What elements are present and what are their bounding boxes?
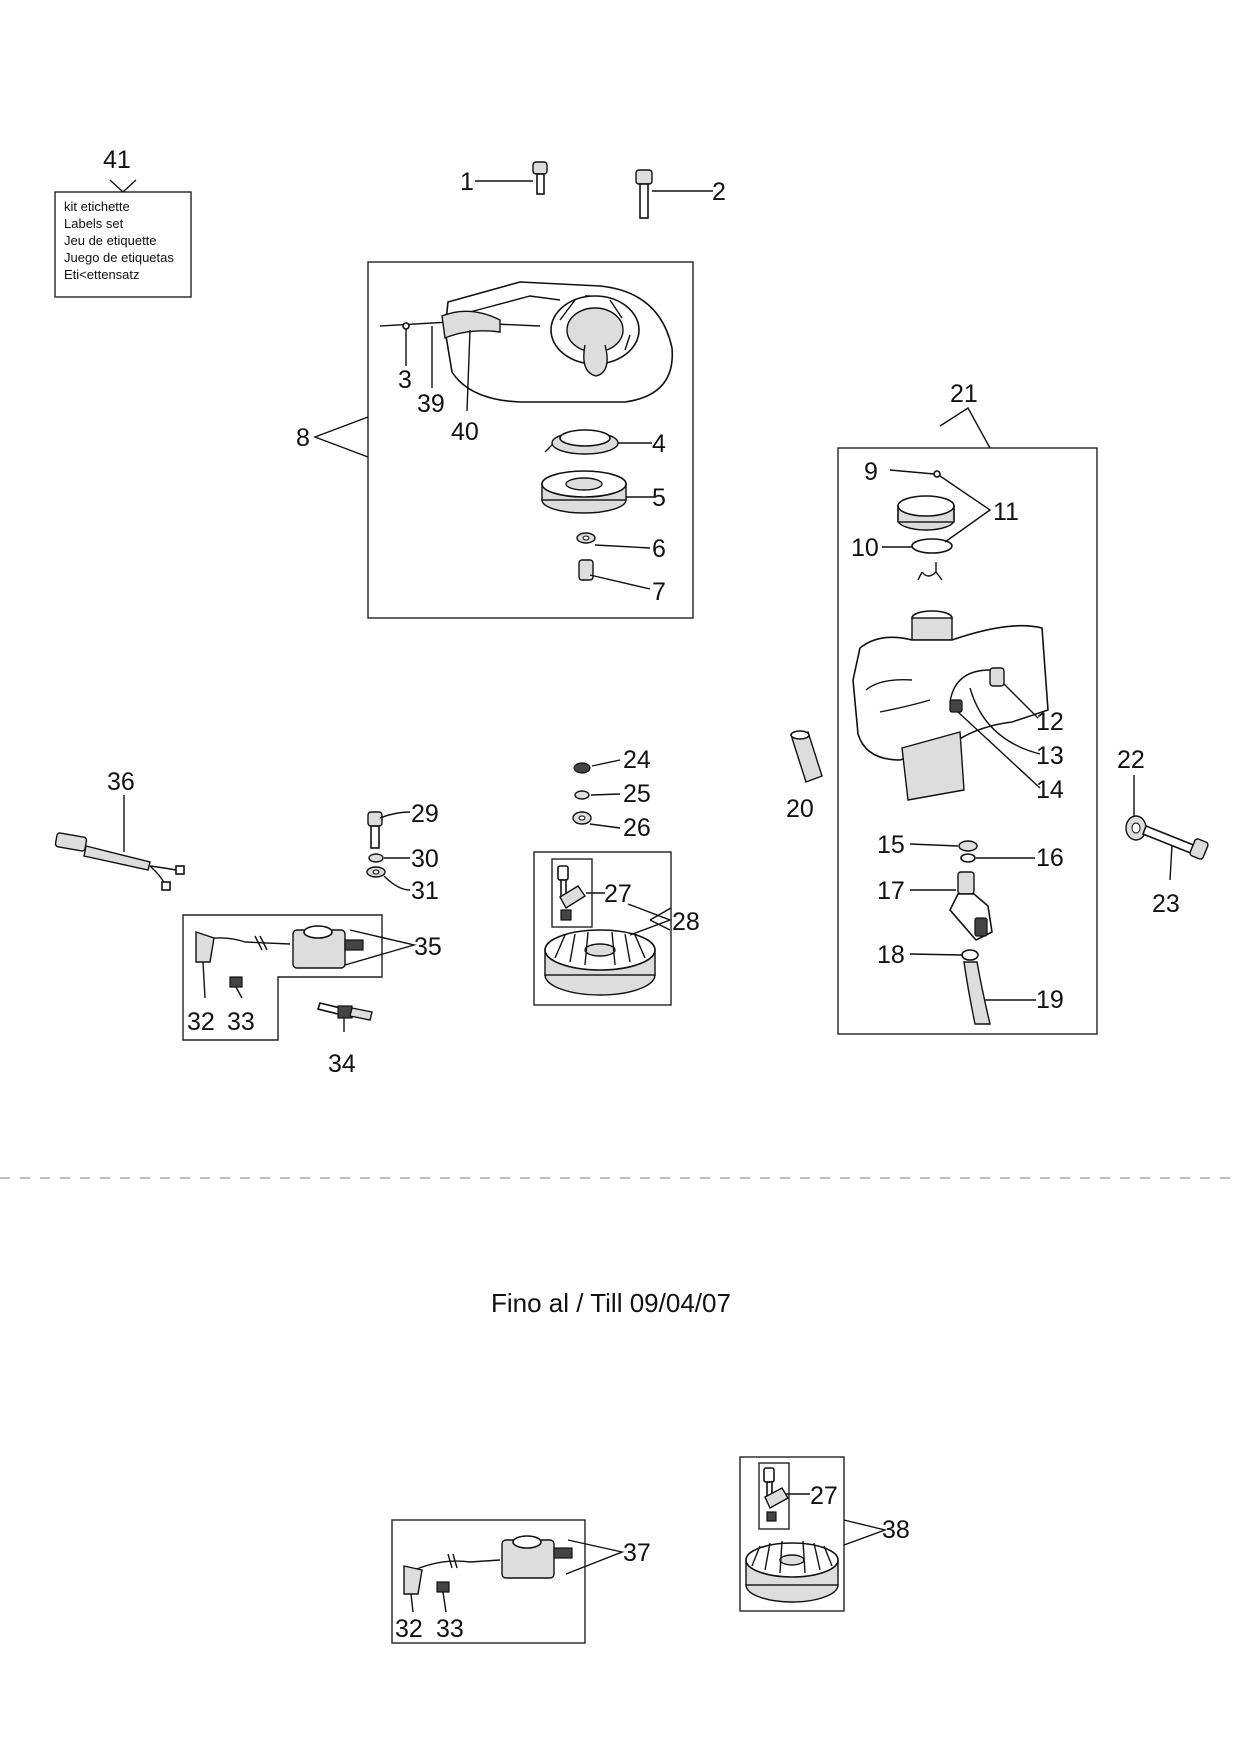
labels-line-2: Labels set bbox=[64, 216, 124, 231]
labels-line-4: Juego de etiquetas bbox=[64, 250, 174, 265]
callout-9: 9 bbox=[864, 458, 878, 486]
callout-36: 36 bbox=[107, 768, 135, 796]
labels-line-1: kit etichette bbox=[64, 199, 130, 214]
spark-plug-cap-32-bottom bbox=[403, 1565, 423, 1595]
callout-41: 41 bbox=[103, 146, 131, 174]
nut-33 bbox=[229, 976, 243, 988]
spring-4: 4 bbox=[544, 429, 666, 458]
wire-harness-36: 36 bbox=[54, 768, 185, 891]
callout-13: 13 bbox=[1036, 742, 1064, 770]
washer-15 bbox=[958, 840, 978, 852]
ignition-box-bottom bbox=[391, 1519, 586, 1644]
labels-line-3: Jeu de etiquette bbox=[64, 233, 157, 248]
callout-32: 32 bbox=[187, 1008, 215, 1036]
callout-29: 29 bbox=[411, 800, 439, 828]
callout-4: 4 bbox=[652, 430, 666, 458]
callout-11: 11 bbox=[993, 498, 1019, 526]
callout-38: 38 bbox=[882, 1516, 910, 1544]
callout-32-bottom: 32 bbox=[395, 1615, 423, 1643]
callout-18: 18 bbox=[877, 941, 905, 969]
date-note: Fino al / Till 09/04/07 bbox=[491, 1288, 731, 1318]
pawl-27-bottom bbox=[764, 1487, 789, 1509]
callout-20: 20 bbox=[786, 795, 814, 823]
labels-line-5: Eti<ettensatz bbox=[64, 267, 140, 282]
coil-37 bbox=[501, 1535, 573, 1579]
callout-6: 6 bbox=[652, 535, 666, 563]
fuel-tap-17 bbox=[949, 871, 993, 941]
callout-2: 2 bbox=[712, 178, 726, 206]
callout-12: 12 bbox=[1036, 708, 1064, 736]
filter-14 bbox=[949, 699, 963, 713]
ignition-box-top bbox=[182, 914, 383, 1041]
callout-22: 22 bbox=[1117, 746, 1145, 774]
starter-assembly: 3 39 40 4 5 6 7 bbox=[296, 261, 694, 619]
spark-plug-cap-32 bbox=[195, 931, 215, 963]
callout-5: 5 bbox=[652, 484, 666, 512]
grommet-12 bbox=[989, 667, 1005, 687]
flywheel-assembly-top: 27 28 bbox=[533, 851, 700, 1006]
ignition-coil-assembly-bottom: 32 33 37 bbox=[391, 1519, 651, 1644]
callout-21: 21 bbox=[950, 380, 978, 408]
callout-26: 26 bbox=[623, 814, 651, 842]
ignition-coil-assembly-top: 32 33 35 bbox=[182, 914, 442, 1041]
nut-33-bottom bbox=[436, 1581, 450, 1593]
callout-39: 39 bbox=[417, 390, 445, 418]
flywheel-box-top bbox=[533, 851, 672, 1006]
coil-35 bbox=[292, 925, 364, 969]
callout-15: 15 bbox=[877, 831, 905, 859]
fuel-tank-assembly: 21 9 10 11 bbox=[837, 380, 1098, 1035]
rope-handle bbox=[441, 310, 501, 339]
callout-27-bottom: 27 bbox=[810, 1482, 838, 1510]
fuel-tank-box bbox=[837, 447, 1098, 1035]
cap-seal bbox=[911, 538, 953, 554]
spark-plug-34: 34 bbox=[316, 1002, 373, 1078]
callout-16: 16 bbox=[1036, 844, 1064, 872]
callout-31: 31 bbox=[411, 877, 439, 905]
pawl-27 bbox=[559, 885, 586, 909]
tank-bracket bbox=[901, 731, 965, 801]
callout-24: 24 bbox=[623, 746, 651, 774]
callout-14: 14 bbox=[1036, 776, 1064, 804]
pulley-5: 5 bbox=[541, 470, 666, 514]
callout-3: 3 bbox=[398, 366, 412, 394]
callout-37: 37 bbox=[623, 1539, 651, 1567]
starter-grip bbox=[583, 344, 608, 377]
fuel-cap bbox=[897, 495, 955, 531]
callout-35: 35 bbox=[414, 933, 442, 961]
washer-6: 6 bbox=[576, 532, 666, 563]
screw-7: 7 bbox=[578, 559, 666, 606]
callout-1: 1 bbox=[460, 168, 474, 196]
flywheel-assembly-bottom: 27 38 bbox=[739, 1456, 910, 1612]
callout-30: 30 bbox=[411, 845, 439, 873]
callout-17: 17 bbox=[877, 877, 905, 905]
callout-33-bottom: 33 bbox=[436, 1615, 464, 1643]
callout-33: 33 bbox=[227, 1008, 255, 1036]
screw-2: 2 bbox=[635, 169, 726, 219]
callout-23: 23 bbox=[1152, 890, 1180, 918]
callout-7: 7 bbox=[652, 578, 666, 606]
callout-28: 28 bbox=[672, 908, 700, 936]
callout-10: 10 bbox=[851, 534, 879, 562]
flywheel-38 bbox=[745, 1540, 839, 1603]
bolt-washer-22-23: 22 23 bbox=[1117, 746, 1209, 918]
nut-washer-stack: 24 25 26 bbox=[572, 746, 651, 842]
starter-box bbox=[367, 261, 694, 619]
flywheel-28 bbox=[544, 929, 656, 996]
callout-34: 34 bbox=[328, 1050, 356, 1078]
screw-washers-29-31: 29 30 31 bbox=[366, 800, 439, 905]
clamp-18 bbox=[961, 949, 979, 961]
flywheel-box-bottom bbox=[739, 1456, 845, 1612]
callout-19: 19 bbox=[1036, 986, 1064, 1014]
fuel-tank bbox=[852, 610, 1049, 801]
bushing-20: 20 bbox=[786, 730, 823, 823]
hose-19 bbox=[963, 961, 991, 1025]
callout-25: 25 bbox=[623, 780, 651, 808]
screw-1: 1 bbox=[460, 161, 548, 196]
callout-27: 27 bbox=[604, 880, 632, 908]
callout-40: 40 bbox=[451, 418, 479, 446]
labels-set-callout: 41 kit etichette Labels set Jeu de etiqu… bbox=[54, 146, 192, 298]
oring-16 bbox=[960, 853, 976, 863]
callout-8: 8 bbox=[296, 424, 310, 452]
